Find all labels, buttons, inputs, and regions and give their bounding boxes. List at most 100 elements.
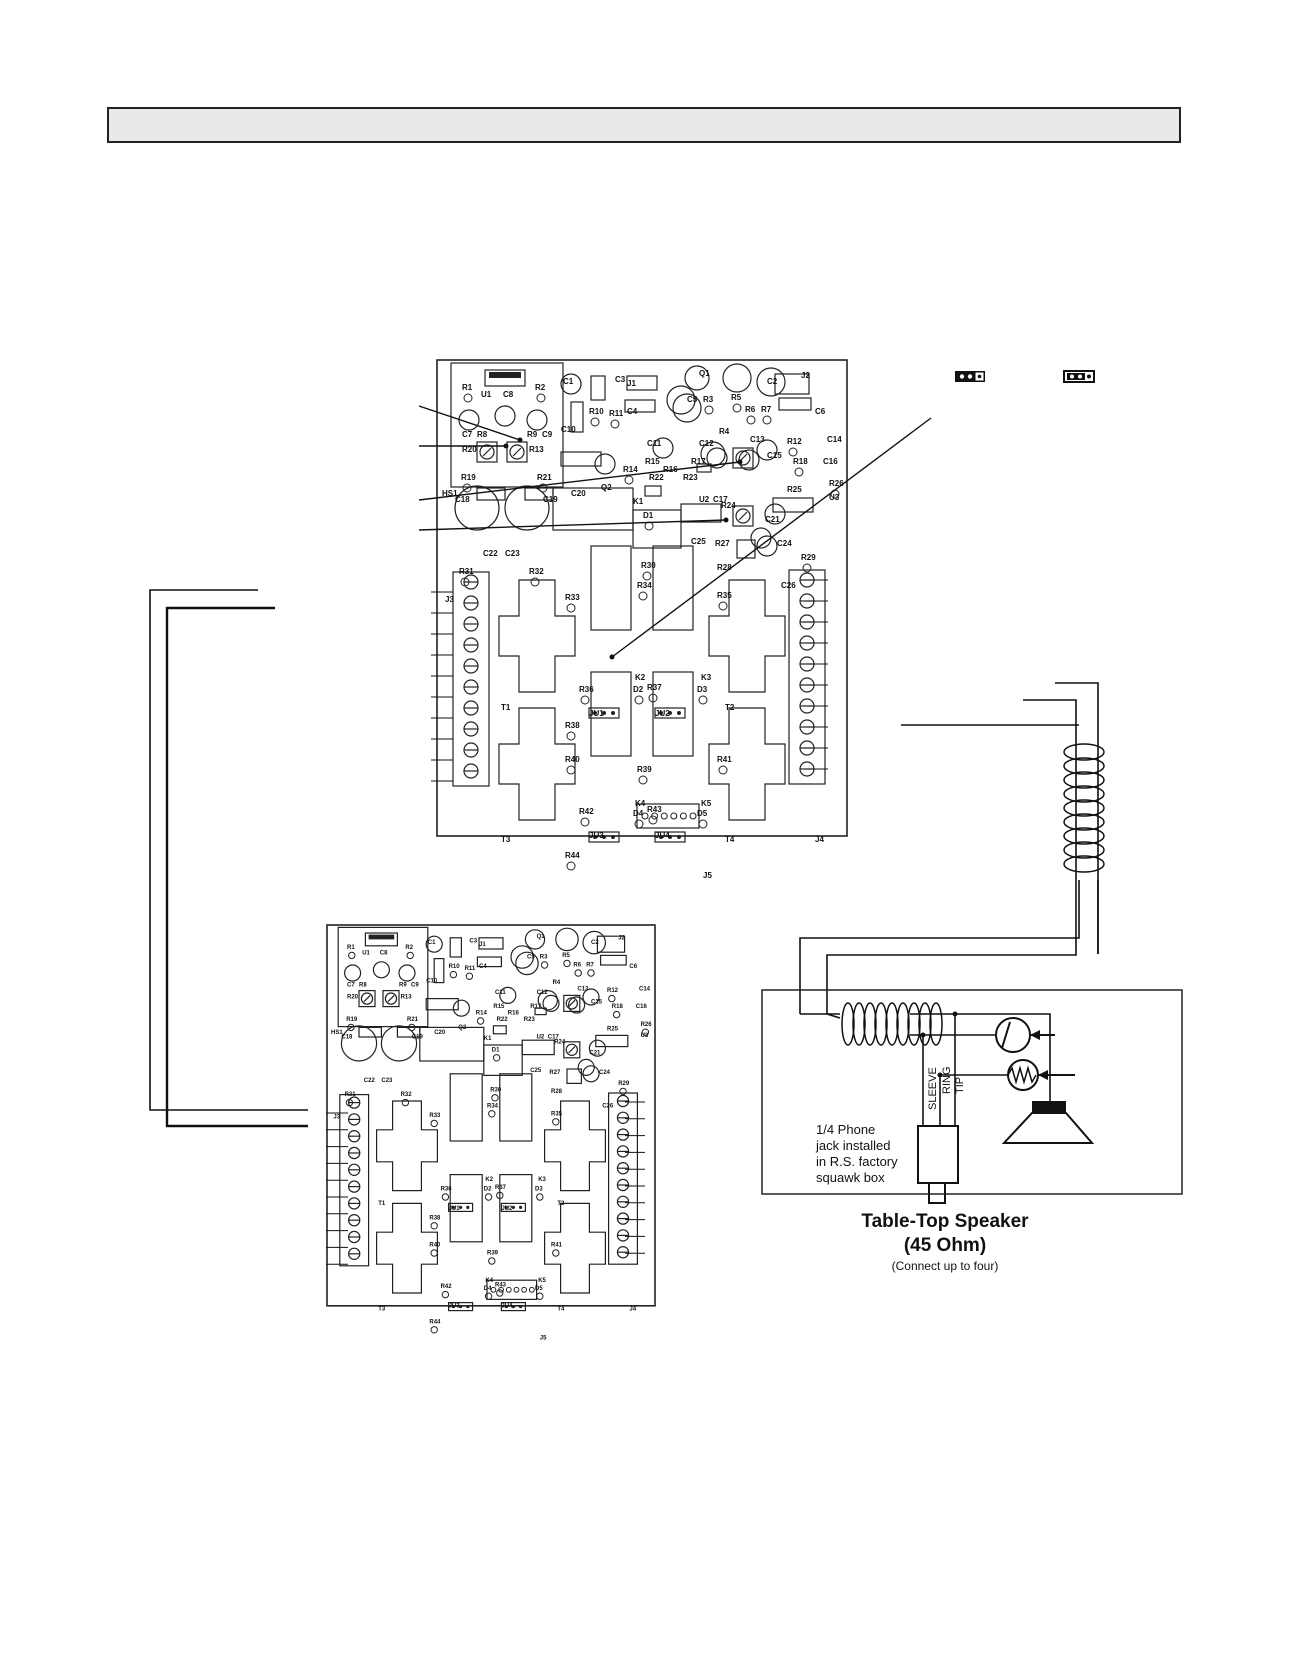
component-label: R41 [717,755,732,764]
component-label: R9 [527,430,538,439]
component-label: HS1 [442,489,458,498]
component-label: R22 [649,473,664,482]
component-label: R32 [401,1092,413,1098]
component-label: D3 [697,685,708,694]
component-label: R15 [493,1004,505,1010]
component-label: R3 [703,395,714,404]
component-label: D2 [633,685,644,694]
component-label: C23 [381,1078,393,1084]
component-label: C15 [591,999,603,1005]
wiring [149,405,1105,1265]
component-label: J3 [333,1115,340,1121]
component-label: R4 [553,980,561,986]
component-label: R11 [465,966,476,972]
component-label: C21 [589,1051,601,1057]
component-label: C26 [781,581,796,590]
component-label: T1 [378,1201,386,1207]
component-label: R36 [441,1187,453,1193]
component-label: C19 [543,495,558,504]
component-label: K2 [635,673,646,682]
component-label: C23 [505,549,520,558]
component-label: D5 [697,809,708,818]
caption-note: (Connect up to four) [892,1259,999,1273]
component-label: C16 [636,1004,648,1010]
component-label: R22 [497,1017,509,1023]
component-label: J4 [815,835,824,844]
component-label: C14 [639,987,651,993]
component-label: R3 [540,955,548,961]
component-label: R29 [801,553,816,562]
component-label: C22 [483,549,498,558]
component-label: R2 [405,945,413,951]
component-label: C13 [577,987,589,993]
component-label: R39 [487,1251,499,1257]
component-label: C11 [495,990,506,996]
component-label: R28 [717,563,732,572]
component-label: K3 [538,1177,546,1183]
component-label: R30 [490,1087,502,1093]
component-label: C16 [823,457,838,466]
component-label: R24 [554,1039,566,1045]
component-label: T4 [725,835,735,844]
component-label: R32 [529,567,544,576]
component-label: K5 [538,1278,546,1284]
component-label: D1 [643,511,654,520]
component-label: R40 [565,755,580,764]
component-label: C6 [629,964,637,970]
component-label: R38 [429,1215,441,1221]
component-label: K4 [485,1278,493,1284]
component-label: JU2 [501,1206,513,1212]
component-label: C26 [602,1103,614,1109]
component-label: Q2 [601,483,612,492]
component-label: C10 [561,425,576,434]
component-label: R12 [607,988,619,994]
component-label: R38 [565,721,580,730]
component-label: J4 [629,1307,636,1313]
component-label: K1 [484,1036,492,1042]
component-label: R12 [787,437,802,446]
component-label: C1 [428,940,436,946]
component-label: C10 [426,979,438,985]
component-label: R35 [551,1111,563,1117]
component-label: Q1 [537,934,546,940]
box-note-line: squawk box [816,1170,885,1185]
component-label: R36 [579,685,594,694]
component-label: C6 [815,407,826,416]
component-label: R27 [549,1070,561,1076]
jack-label-sleeve: SLEEVE [927,1067,939,1110]
component-label: C8 [503,390,514,399]
speaker-icon [1001,1101,1095,1144]
phone-jack [917,1125,959,1184]
component-label: C12 [537,990,549,996]
component-label: JU4 [655,831,670,840]
component-label: R30 [641,561,656,570]
component-label: R17 [691,457,706,466]
component-label: R20 [462,445,477,454]
component-label: C20 [434,1030,446,1036]
component-label: C20 [571,489,586,498]
component-label: Q1 [699,369,710,378]
component-label: R18 [612,1004,624,1010]
component-label: R37 [495,1185,507,1191]
component-label: T2 [557,1201,565,1207]
component-label: JU1 [449,1206,461,1212]
component-label: JU2 [655,709,670,718]
component-label: JU3 [589,831,604,840]
component-label: R27 [715,539,730,548]
component-label: C4 [627,407,638,416]
component-label: D2 [484,1187,492,1193]
component-label: C17 [713,495,728,504]
component-label: R26 [829,479,844,488]
component-label: C15 [767,451,782,460]
caption-title: Table-Top Speaker [861,1211,1029,1232]
component-label: K3 [701,673,712,682]
component-label: R1 [462,383,473,392]
component-label: J5 [540,1335,547,1341]
component-label: R35 [717,591,732,600]
component-label: R13 [529,445,544,454]
component-label: R1 [347,945,355,951]
component-label: J3 [445,595,454,604]
